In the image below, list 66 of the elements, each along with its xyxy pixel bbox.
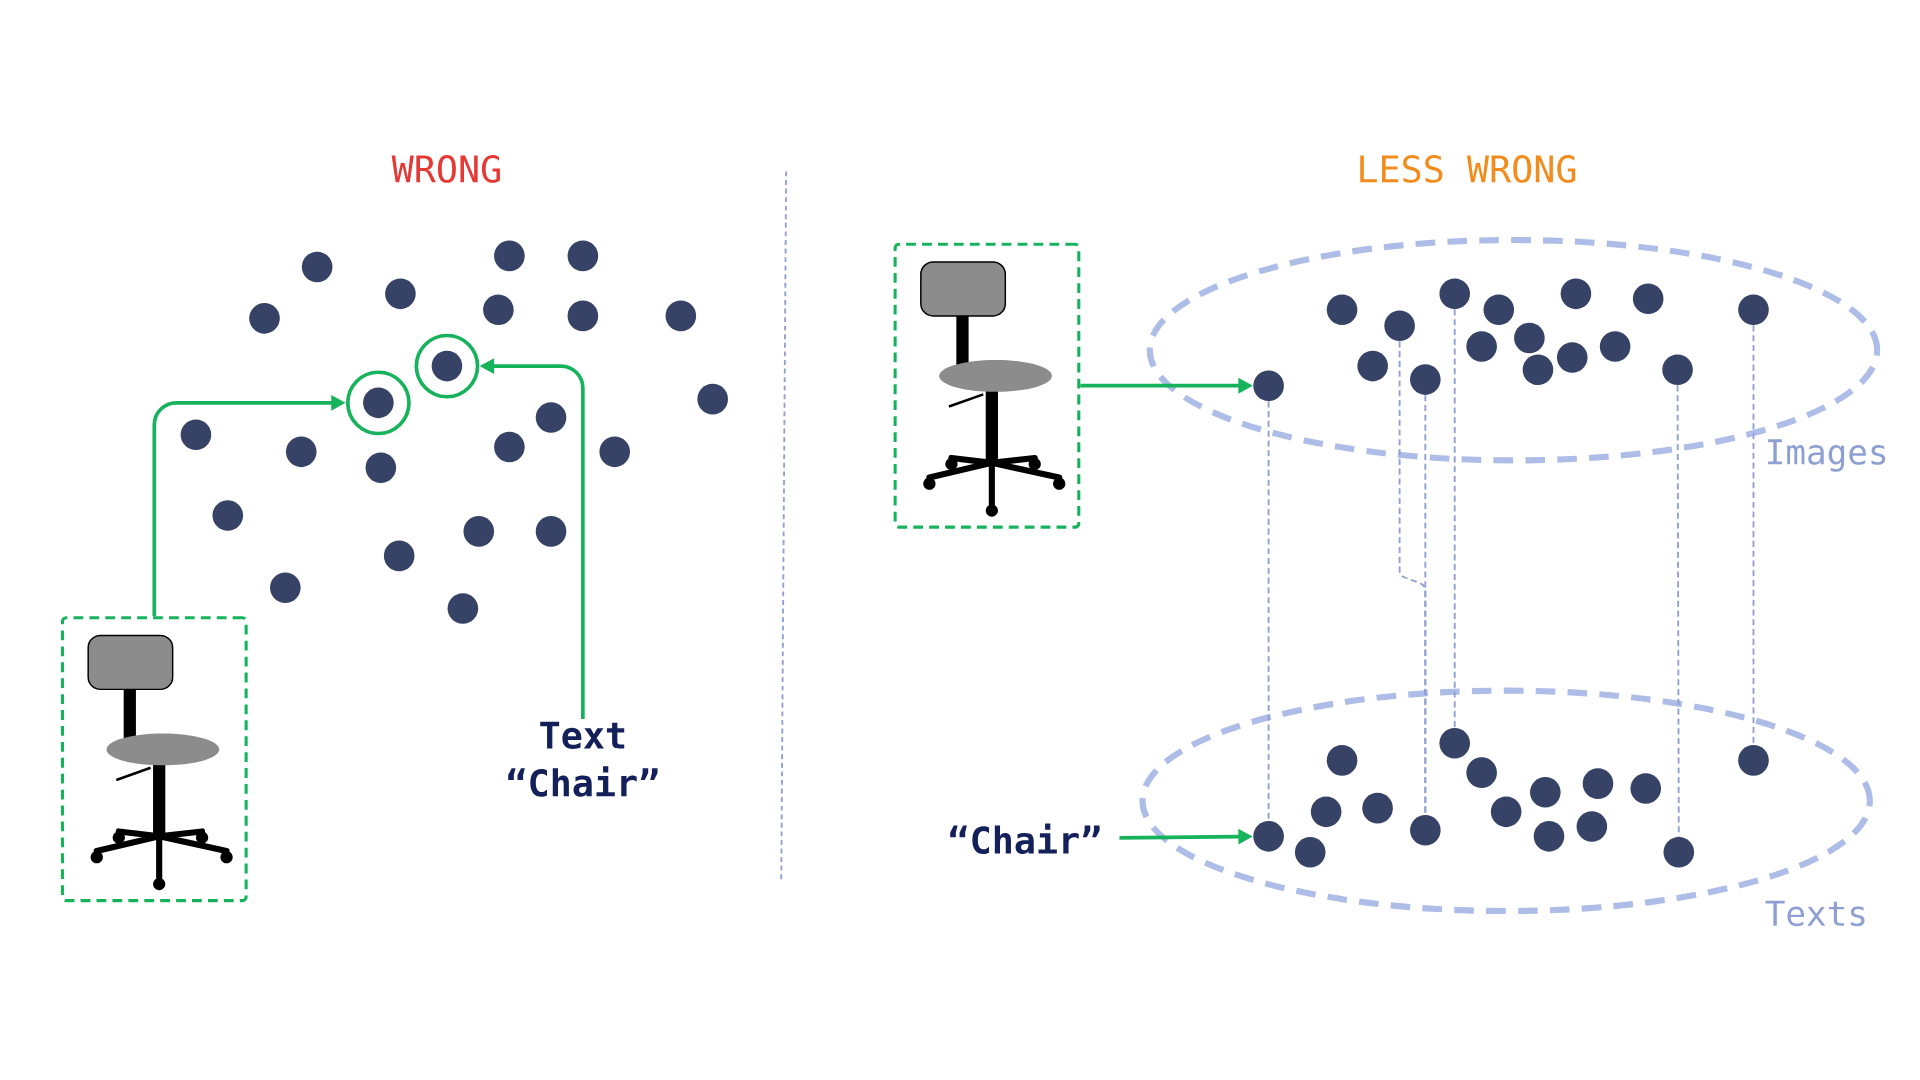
dot — [1630, 773, 1662, 804]
dot — [1253, 370, 1284, 401]
dot — [1490, 796, 1522, 828]
dot — [1310, 796, 1342, 828]
dot — [1253, 821, 1284, 852]
ellipse-label: Texts — [1763, 899, 1870, 928]
dot — [494, 240, 525, 272]
dot — [1599, 331, 1631, 362]
dot — [1439, 278, 1470, 310]
dot — [1576, 811, 1608, 842]
connector-line — [1676, 384, 1680, 838]
connector-line — [1453, 308, 1456, 729]
dot — [385, 278, 416, 310]
dot — [365, 452, 397, 484]
dot — [1522, 354, 1554, 386]
dot — [1560, 278, 1592, 310]
dot — [535, 516, 567, 547]
dot — [567, 240, 599, 272]
dot — [212, 500, 244, 531]
dot — [1663, 836, 1695, 868]
connector-line — [1424, 394, 1427, 816]
dot — [249, 303, 280, 334]
heading: WRONG — [391, 155, 500, 183]
connector-line — [1267, 400, 1270, 822]
dot — [697, 383, 728, 415]
dot — [1738, 745, 1769, 776]
dot — [1582, 768, 1614, 799]
dot — [665, 300, 697, 332]
dot — [1410, 364, 1441, 395]
dot — [1384, 310, 1415, 341]
dot — [1533, 821, 1565, 852]
dot — [1357, 350, 1388, 382]
dot — [270, 572, 301, 604]
dot — [1294, 836, 1326, 868]
dot — [463, 516, 495, 547]
connector-line — [1752, 324, 1755, 746]
dot — [567, 300, 599, 332]
dot — [1439, 727, 1470, 759]
dot — [1738, 294, 1769, 326]
dot — [1326, 745, 1358, 776]
dot — [1632, 283, 1664, 315]
dot — [483, 294, 514, 326]
dot — [599, 436, 630, 468]
circled-dot — [414, 333, 480, 399]
dot — [1483, 294, 1515, 326]
dot — [285, 436, 317, 468]
dot — [1326, 294, 1358, 326]
dot — [535, 402, 567, 433]
dot — [1662, 354, 1693, 386]
dot — [180, 419, 212, 450]
dot — [301, 251, 333, 283]
heading: LESS WRONG — [1360, 155, 1576, 183]
dot — [1466, 331, 1497, 362]
dot — [494, 431, 525, 463]
dot — [1410, 814, 1441, 846]
circled-dot — [345, 370, 411, 436]
dot — [1466, 757, 1497, 788]
dot — [1362, 792, 1393, 824]
dot — [1530, 776, 1561, 808]
ellipse-label: Images — [1763, 438, 1890, 473]
dot — [1556, 342, 1588, 373]
dot — [1514, 322, 1545, 354]
dot — [383, 540, 415, 572]
dot — [447, 593, 479, 624]
text-label: “Chair” — [950, 823, 1100, 854]
text-label: Text “Chair” — [508, 721, 658, 797]
